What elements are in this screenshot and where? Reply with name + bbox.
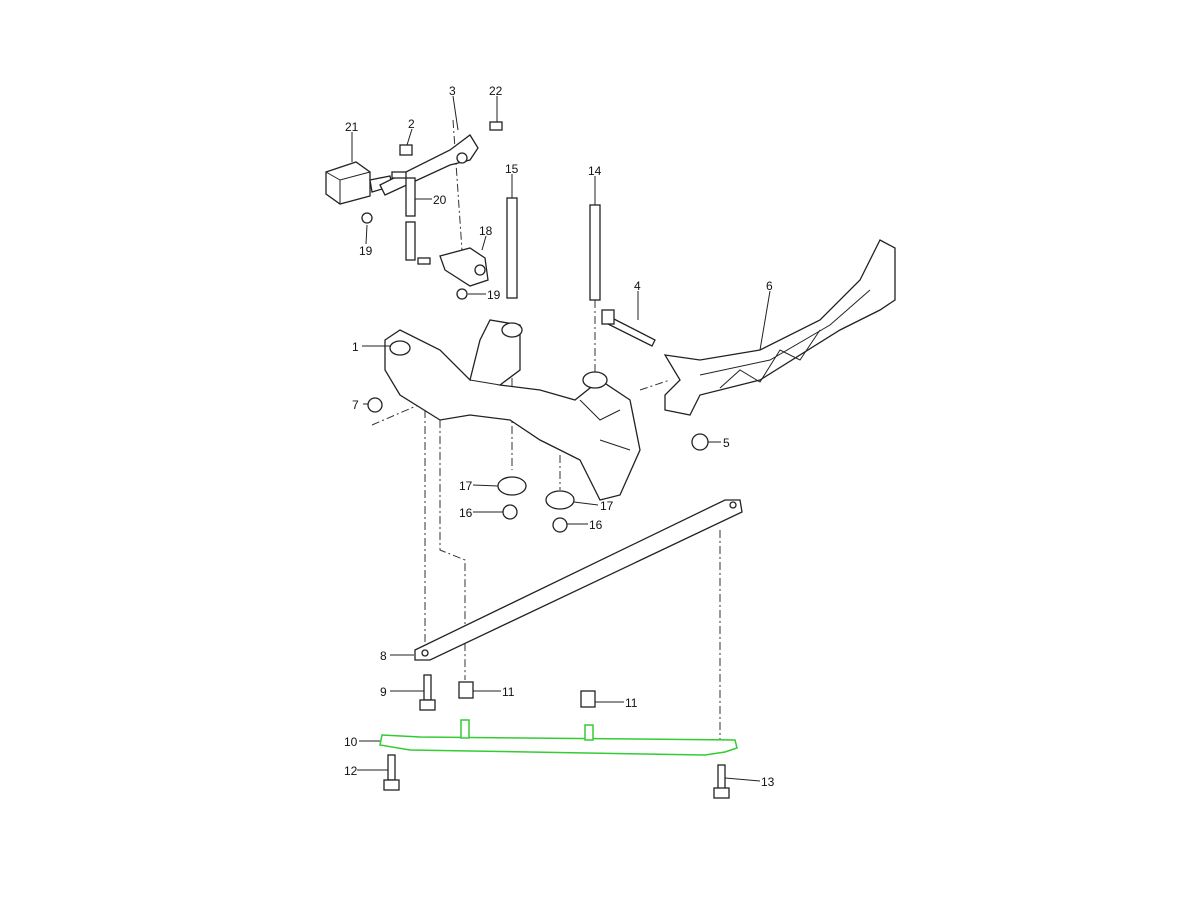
callout-labels: 3 22 21 2 20 19 15 14 18 19 4 6 1 7 5 17… [344,84,775,789]
callout-7: 7 [352,398,359,412]
callout-16: 16 [589,518,603,532]
callout-17: 17 [459,479,473,493]
callout-13: 13 [761,775,775,789]
callout-2: 2 [408,117,415,131]
part-14-stud[interactable] [589,204,601,301]
part-17-mount[interactable] [497,476,575,510]
part-5-nut[interactable] [691,433,709,451]
part-6-crossmember[interactable] [663,239,896,416]
part-20-link-rod[interactable] [405,177,416,261]
part-21-sensor[interactable] [325,161,393,205]
part-11-sleeve[interactable] [458,681,596,708]
callout-12: 12 [344,764,358,778]
callout-1: 1 [352,340,359,354]
callout-15: 15 [505,162,519,176]
callout-3: 3 [449,84,456,98]
callout-19: 19 [359,244,373,258]
leader-lines [351,95,771,782]
callout-18: 18 [479,224,493,238]
callout-17: 17 [600,499,614,513]
callout-11: 11 [502,685,515,699]
part-15-stud[interactable] [506,197,518,299]
part-10-bar-highlighted[interactable] [379,719,738,756]
small-bolts-nuts[interactable] [361,121,503,300]
callout-22: 22 [489,84,503,98]
part-13-bolt[interactable] [713,764,730,799]
part-7-nut[interactable] [367,397,383,413]
part-3-bracket[interactable] [379,134,479,196]
callout-6: 6 [766,279,773,293]
part-1-subframe[interactable] [384,319,641,501]
part-8-brace[interactable] [414,499,743,661]
callout-19: 19 [487,288,501,302]
callout-16: 16 [459,506,473,520]
part-9-bolt[interactable] [419,674,436,711]
part-12-bolt[interactable] [383,754,400,791]
callout-14: 14 [588,164,602,178]
callout-4: 4 [634,279,641,293]
callout-20: 20 [433,193,447,207]
callout-21: 21 [345,120,359,134]
part-18-bracket[interactable] [439,247,489,287]
callout-9: 9 [380,685,387,699]
callout-11: 11 [625,696,638,710]
callout-5: 5 [723,436,730,450]
callout-8: 8 [380,649,387,663]
callout-10: 10 [344,735,358,749]
part-4-bolt[interactable] [601,309,656,347]
